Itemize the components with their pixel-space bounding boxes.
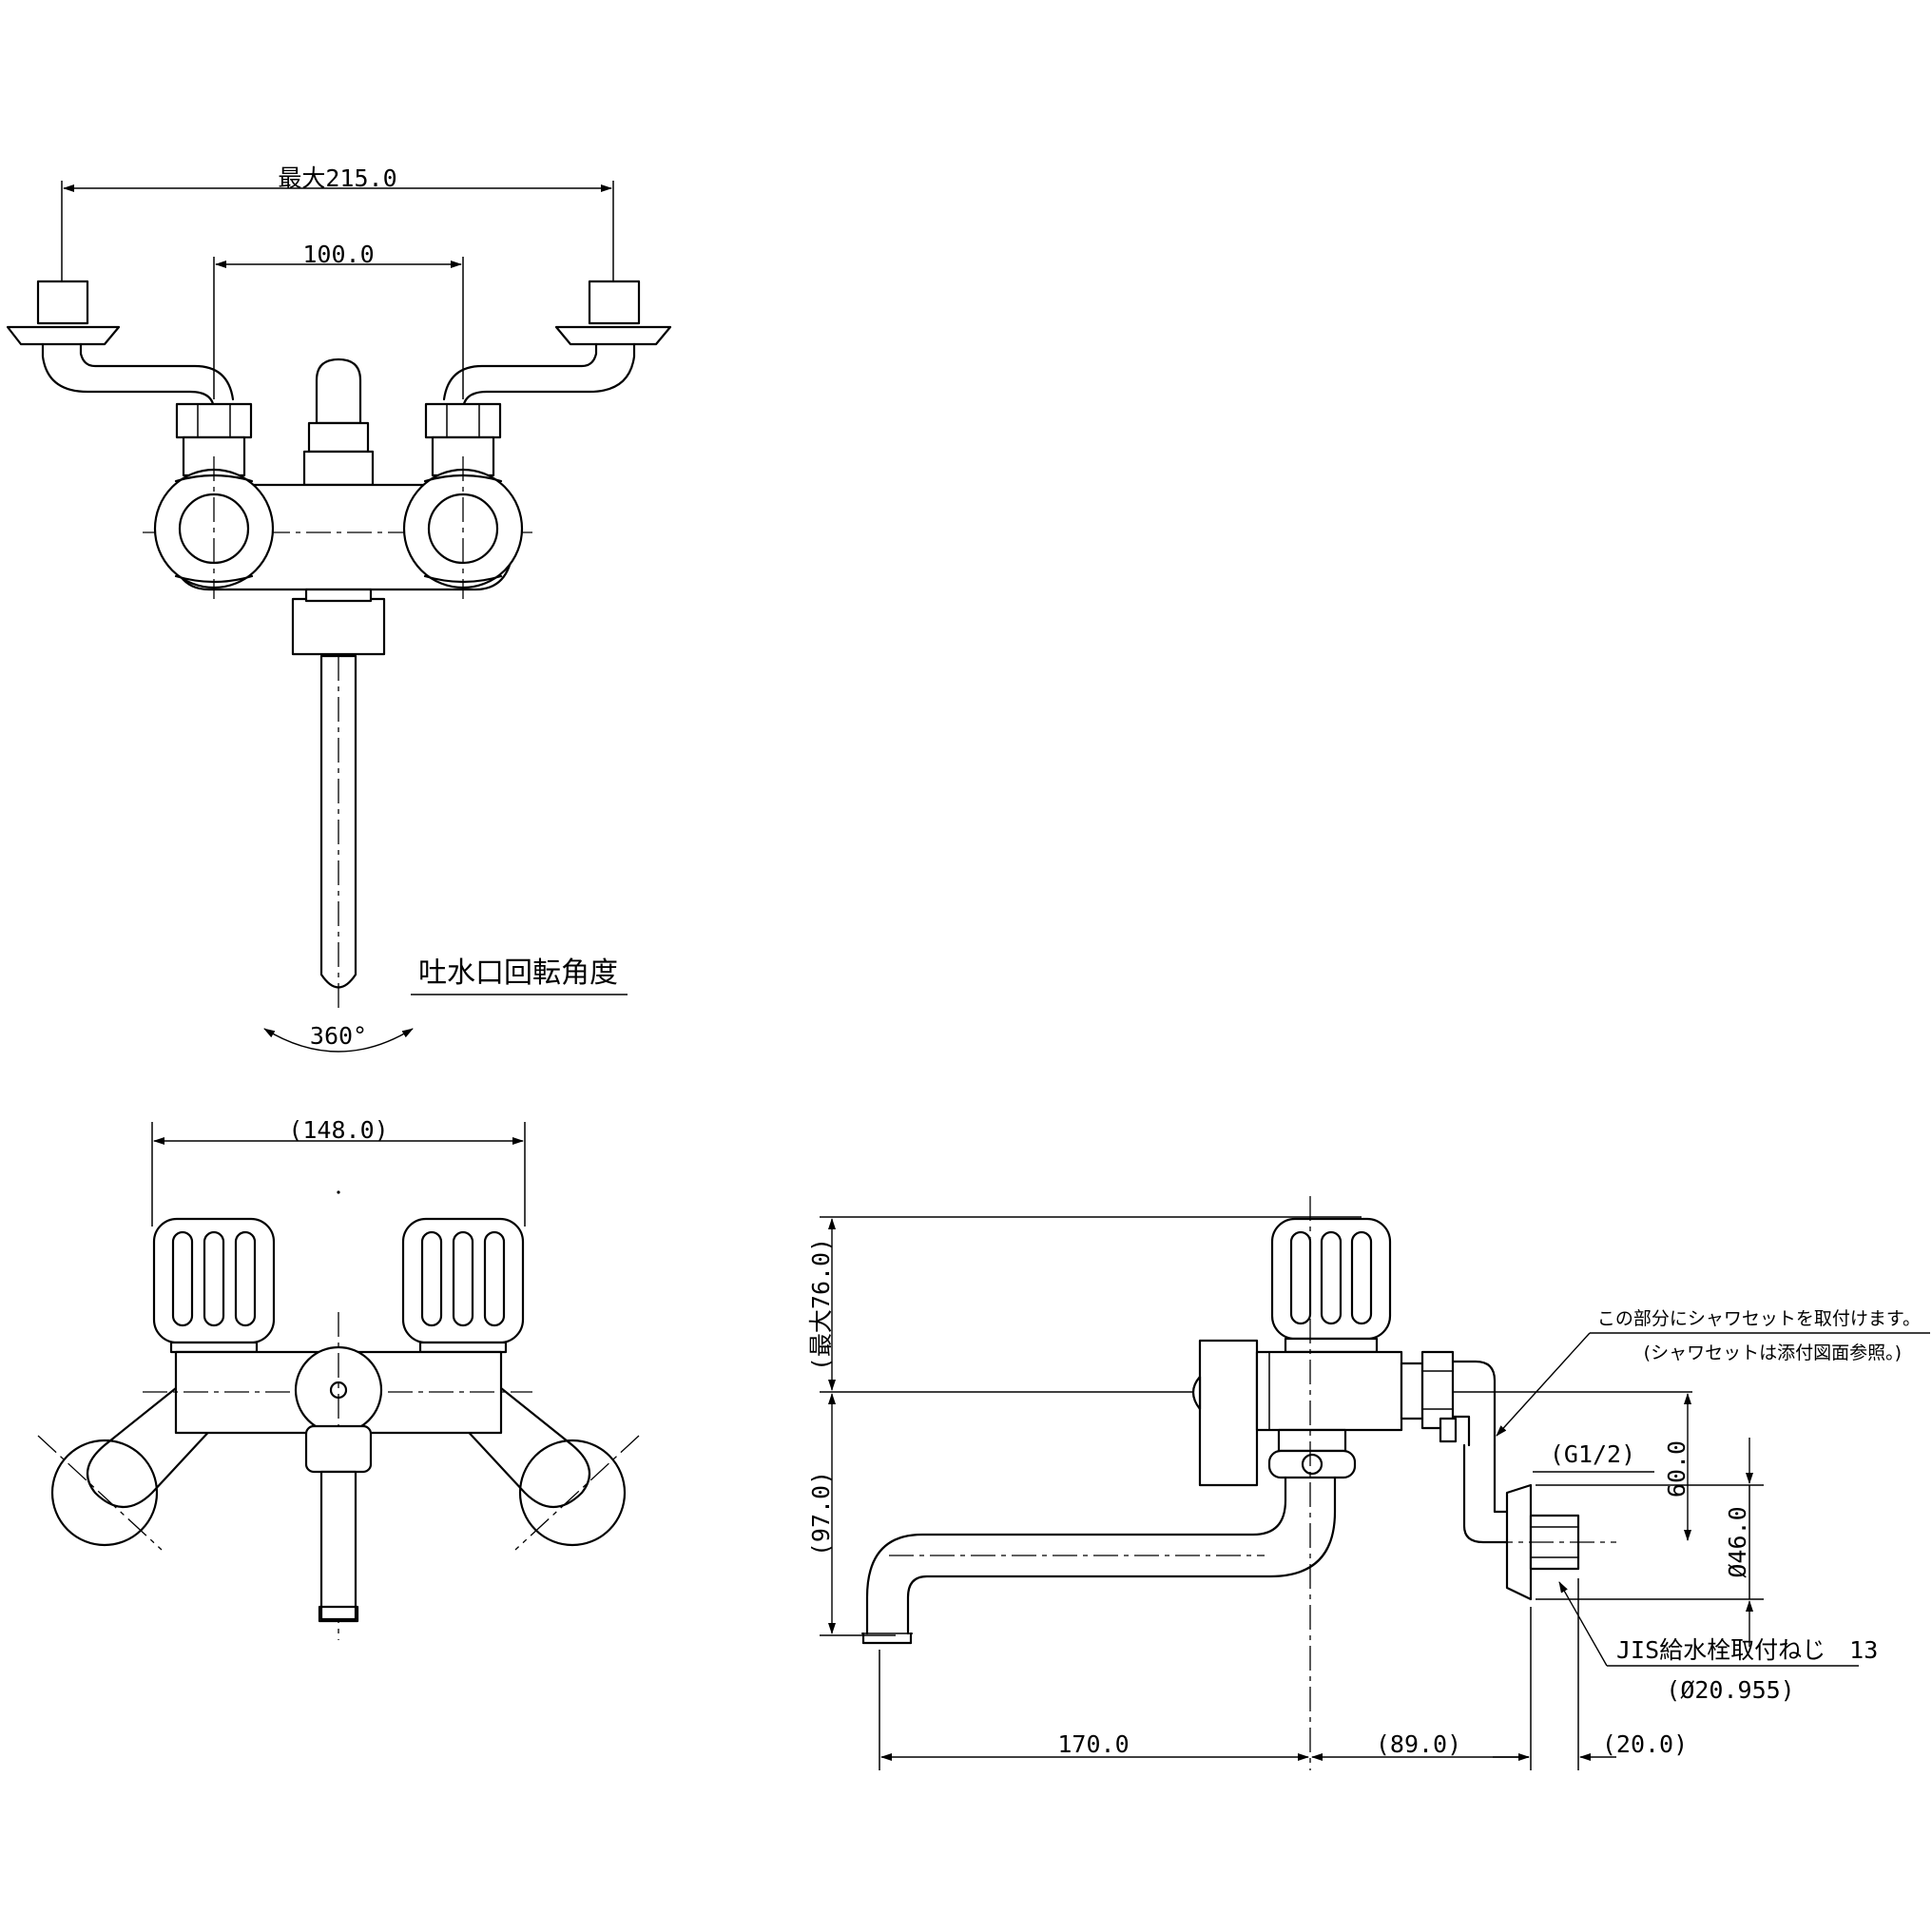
dim-max-height-top: (最大76.0) (807, 1238, 835, 1371)
dim-wall-fitting: (20.0) (1602, 1730, 1688, 1758)
dim-spout-height: (97.0) (807, 1471, 835, 1556)
dim-flange-diameter: Ø46.0 (1724, 1506, 1751, 1577)
supply-thread-diameter: (Ø20.955) (1666, 1676, 1794, 1704)
right-handle-front (401, 1217, 525, 1354)
shower-note-line1: この部分にシャワセットを取付けます。 (1597, 1308, 1921, 1329)
front-view: (148.0) (37, 1116, 640, 1640)
spout-rotation-label: 吐水口回転角度 (418, 956, 618, 990)
dim-max-width: 最大215.0 (278, 164, 396, 192)
dim-spout-length: 170.0 (1057, 1730, 1129, 1758)
dim-body-to-wall: (89.0) (1376, 1730, 1461, 1758)
top-view: 最大215.0 100.0 (6, 164, 672, 1053)
side-view: (最大76.0) (97.0) (807, 1196, 1930, 1770)
right-handle-top (402, 456, 524, 599)
dim-center-distance: 100.0 (302, 241, 374, 268)
dim-shower-offset: 60.0 (1663, 1440, 1690, 1497)
shower-thread: (G1/2) (1550, 1440, 1635, 1468)
shower-note-line2: (シャワセットは添付図面参照。) (1644, 1343, 1902, 1363)
right-wall-fitting (442, 280, 672, 413)
dim-width: (148.0) (288, 1116, 388, 1144)
supply-thread-label: JIS給水栓取付ねじ 13 (1616, 1636, 1878, 1664)
spout-rotation-angle: 360° (310, 1022, 367, 1050)
left-handle-top (153, 456, 275, 599)
left-wall-fitting (6, 280, 235, 413)
left-handle-front (152, 1217, 276, 1354)
